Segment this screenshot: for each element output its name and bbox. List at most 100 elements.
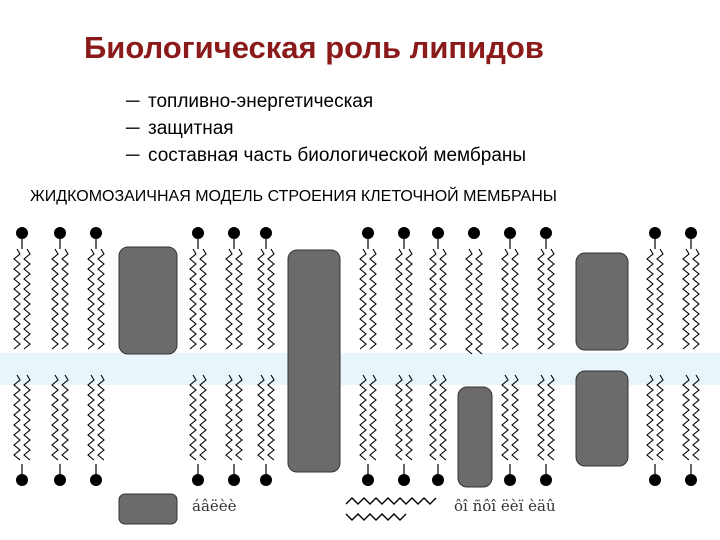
lipid-head: [54, 227, 66, 239]
bullet-list: ─ топливно-энергетическая ─ защитная ─ сост…: [126, 88, 686, 169]
lipid-tail: [51, 374, 59, 461]
lipid-tail: [61, 374, 69, 461]
lipid-tail: [225, 374, 233, 461]
lipid-molecule: [465, 227, 483, 355]
lipid-head: [228, 227, 240, 239]
lipid-tail: [13, 248, 21, 350]
lipid-head: [685, 474, 697, 486]
bullet-item: ─ составная часть биологической мембраны: [126, 142, 686, 169]
lipid-molecule: [429, 227, 447, 486]
lipid-tail: [199, 374, 207, 461]
lipid-head: [90, 227, 102, 239]
lipid-tail: [429, 374, 437, 461]
lipid-head: [54, 474, 66, 486]
lipid-head: [192, 474, 204, 486]
lipid-head: [260, 474, 272, 486]
lipid-molecule: [189, 227, 207, 486]
protein: [457, 386, 493, 488]
legend-lipid-marker: [345, 497, 437, 505]
lipid-tail: [369, 248, 377, 350]
lipid-head: [432, 227, 444, 239]
lipid-molecule: [537, 227, 555, 486]
bullet-text: топливно-энергетическая: [148, 91, 374, 112]
lipid-molecule: [395, 227, 413, 486]
lipid-tail: [235, 374, 243, 461]
membrane-diagram: [0, 227, 720, 525]
slide-title: Биологическая роль липидов: [84, 30, 544, 65]
lipid-molecule: [51, 227, 69, 486]
lipid-head: [16, 227, 28, 239]
lipid-head: [398, 227, 410, 239]
legend-lipid-marker: [345, 513, 407, 521]
lipid-molecule: [682, 227, 700, 486]
lipid-molecule: [87, 227, 105, 486]
lipid-tail: [682, 248, 690, 350]
lipid-tail: [359, 374, 367, 461]
protein-layer: [118, 246, 629, 488]
bullet-dash: ─: [126, 91, 140, 112]
lipid-head: [649, 474, 661, 486]
bullet-dash: ─: [126, 145, 140, 166]
lipid-head: [540, 227, 552, 239]
lipid-tail: [692, 374, 700, 461]
lipid-tail: [51, 248, 59, 350]
protein: [575, 370, 629, 467]
lipid-head: [685, 227, 697, 239]
lipid-tail: [189, 248, 197, 350]
lipid-tail: [547, 248, 555, 350]
legend-lipid-label: ôî ñôî ëèï èäû: [454, 497, 556, 515]
lipid-head: [540, 474, 552, 486]
diagram-title: ЖИДКОМОЗАИЧНАЯ МОДЕЛЬ СТРОЕНИЯ КЛЕТОЧНОЙ…: [30, 188, 557, 205]
lipid-tail: [359, 248, 367, 350]
lipid-head: [362, 227, 374, 239]
lipid-molecule: [359, 227, 377, 486]
lipid-tail: [429, 248, 437, 350]
lipid-molecule: [501, 227, 519, 486]
lipid-tail: [511, 374, 519, 461]
lipid-tail: [501, 248, 509, 350]
protein: [118, 246, 178, 355]
lipid-tail: [369, 374, 377, 461]
lipid-tail: [537, 248, 545, 350]
lipid-tail: [235, 248, 243, 350]
lipid-head: [504, 474, 516, 486]
bullet-item: ─ топливно-энергетическая: [126, 88, 686, 115]
lipid-tail: [537, 374, 545, 461]
bullet-text: защитная: [148, 118, 234, 139]
lipid-head: [362, 474, 374, 486]
lipid-tail: [267, 374, 275, 461]
lipid-tail: [257, 374, 265, 461]
bullet-text: составная часть биологической мембраны: [148, 145, 527, 166]
lipid-molecule: [225, 227, 243, 486]
lipid-tail: [267, 248, 275, 350]
lipid-head: [649, 227, 661, 239]
lipid-tail: [439, 374, 447, 461]
lipid-tail: [97, 248, 105, 350]
legend: [118, 493, 437, 525]
lipid-head: [16, 474, 28, 486]
lipid-tail: [13, 374, 21, 461]
protein: [575, 252, 629, 351]
lipid-tail: [225, 248, 233, 350]
lipid-tail: [87, 248, 95, 350]
bullet-item: ─ защитная: [126, 115, 686, 142]
lipid-tail: [475, 248, 483, 355]
lipid-molecule: [257, 227, 275, 486]
lipid-head: [260, 227, 272, 239]
legend-protein-label: áâëèè: [192, 497, 237, 515]
lipid-tail: [501, 374, 509, 461]
lipid-molecule: [646, 227, 664, 486]
lipid-tail: [405, 374, 413, 461]
lipid-tail: [682, 374, 690, 461]
bullet-dash: ─: [126, 118, 140, 139]
lipid-tail: [656, 248, 664, 350]
lipid-tail: [405, 248, 413, 350]
lipid-tail: [189, 374, 197, 461]
lipid-head: [398, 474, 410, 486]
lipid-layer: [13, 227, 700, 486]
legend-protein-marker: [118, 493, 178, 525]
lipid-head: [228, 474, 240, 486]
lipid-tail: [257, 248, 265, 350]
lipid-tail: [511, 248, 519, 350]
